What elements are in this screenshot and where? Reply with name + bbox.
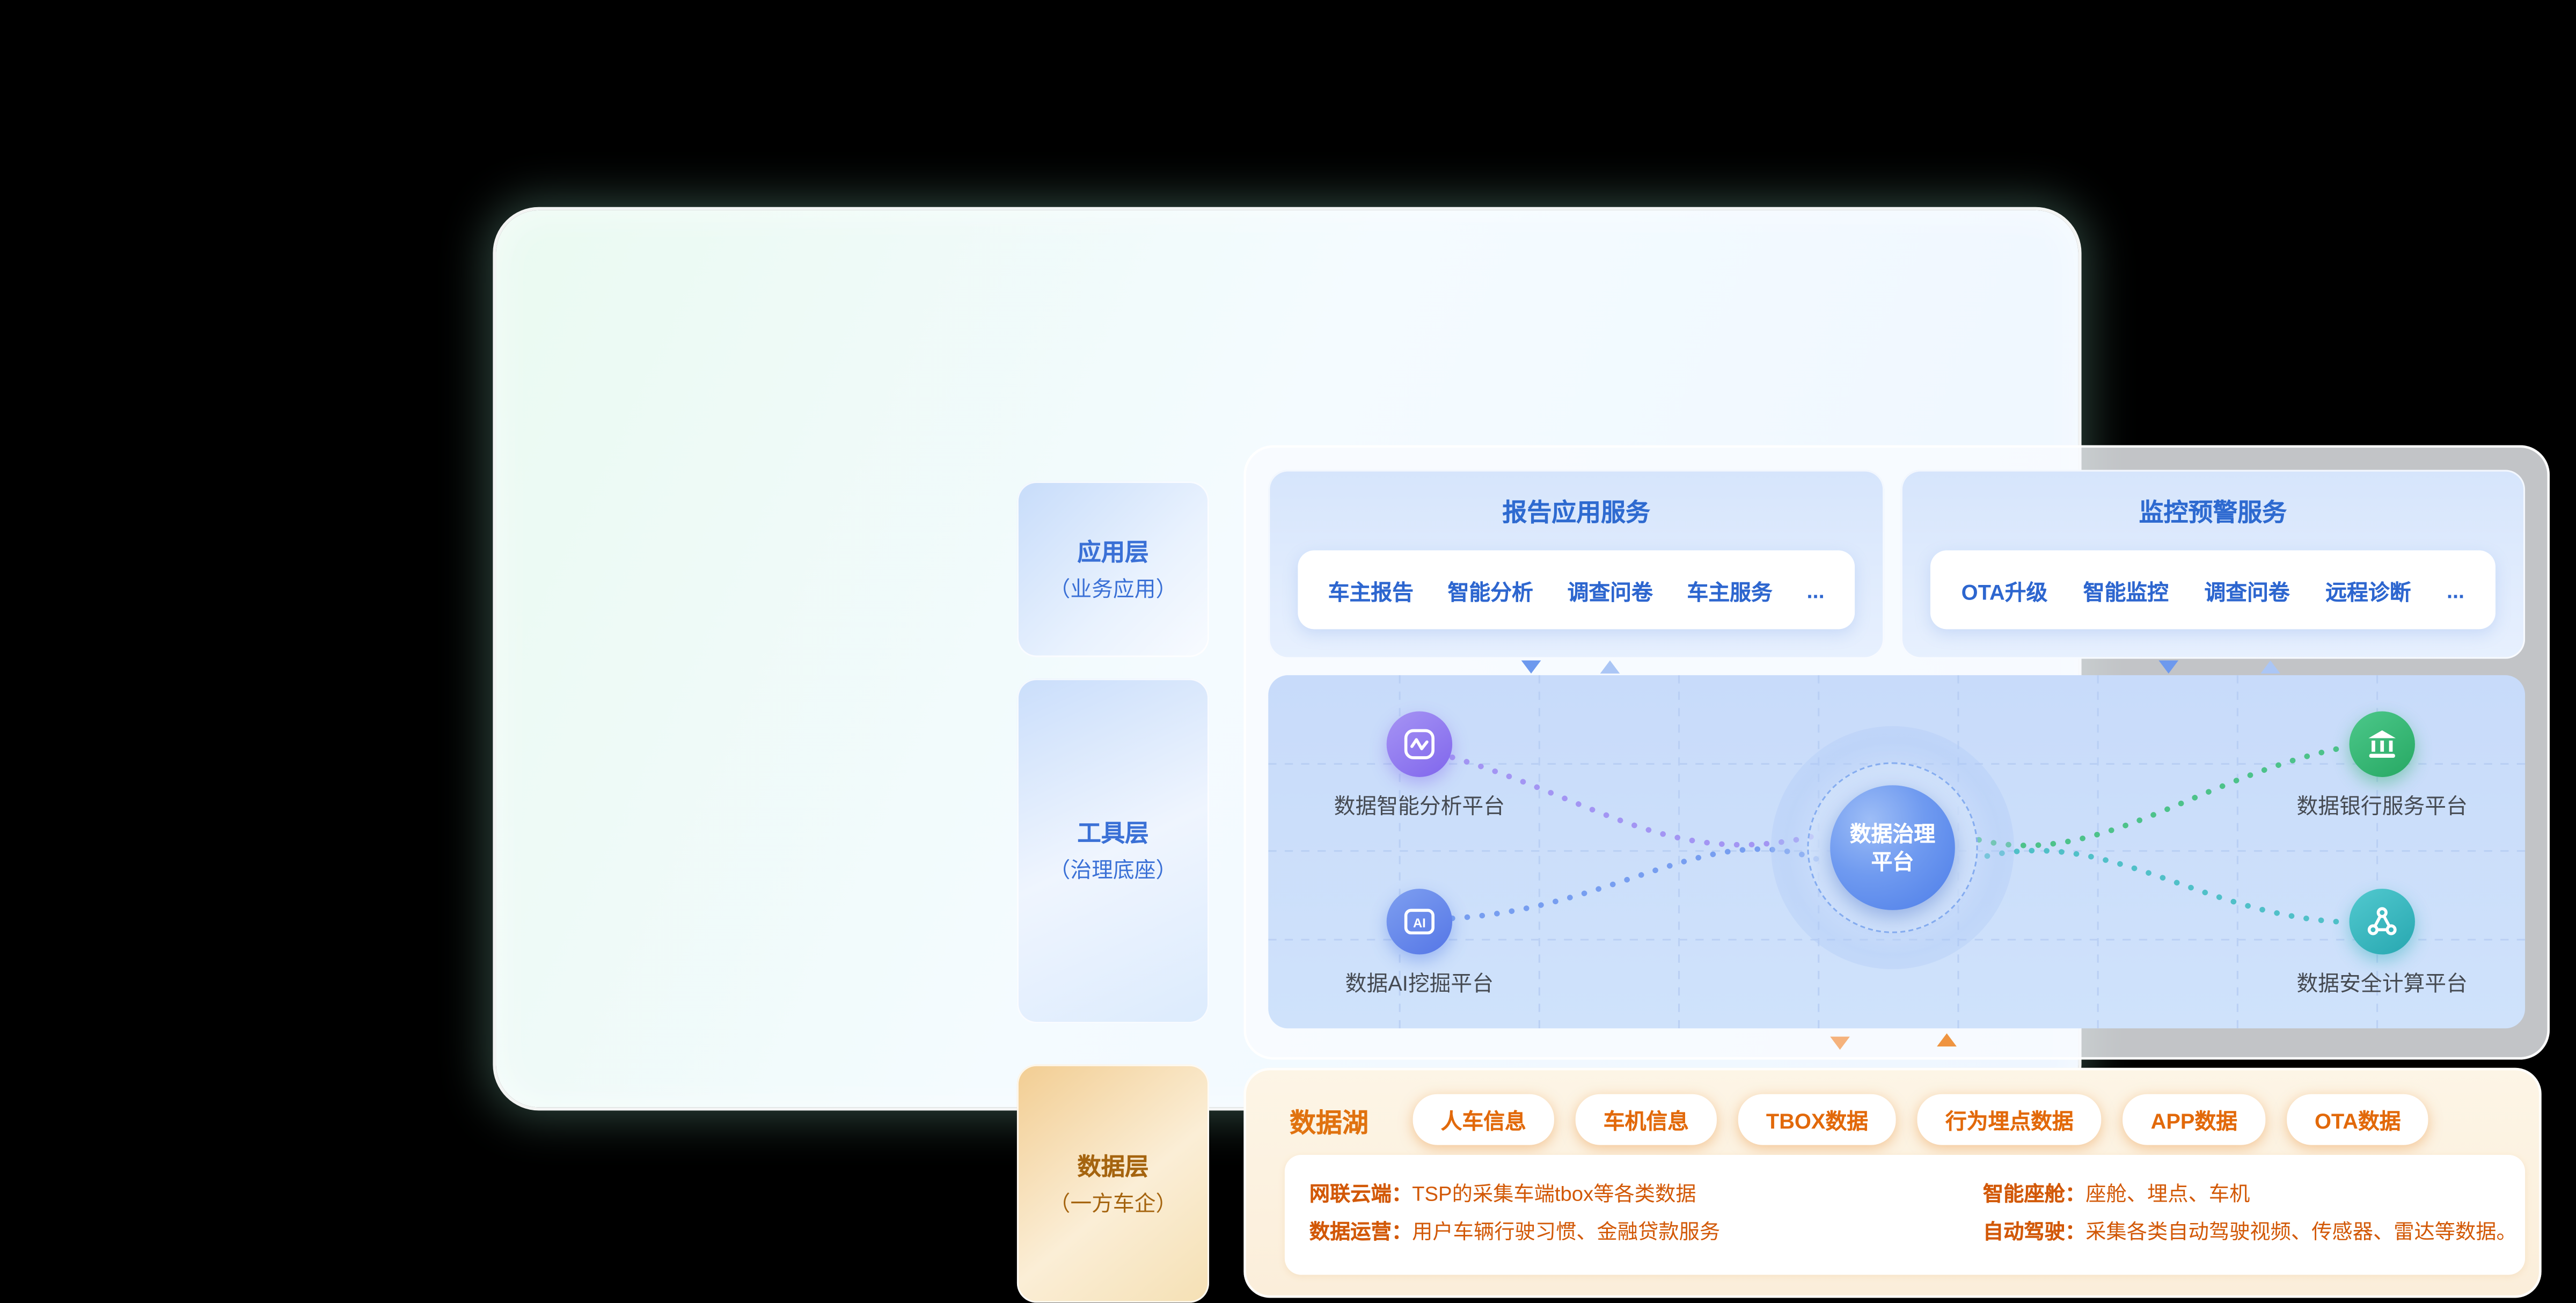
hub-label: 数据治理平台 xyxy=(1849,821,1936,874)
layer-data: 数据层 （一方车企） xyxy=(1016,1064,1210,1303)
flow-curves xyxy=(1449,746,2339,925)
data-bank-platform-node xyxy=(2349,711,2415,777)
service-item: OTA升级 xyxy=(1961,579,2048,604)
service-item: 调查问卷 xyxy=(2204,579,2290,604)
secure-compute-platform-node xyxy=(2349,889,2415,955)
main-container: 应用层 （业务应用） 工具层 （治理底座） 数据层 （一方车企） 报告应用服务 … xyxy=(496,210,2550,1303)
curve-security-to-hub xyxy=(1972,847,2339,925)
detail-text: 座舱、埋点、车机 xyxy=(2085,1183,2250,1206)
layer-title: 工具层 xyxy=(1077,821,1149,848)
lake-pill: 人车信息 xyxy=(1413,1094,1554,1145)
service-item-ellipsis: ... xyxy=(1806,577,1825,602)
node-label: 数据AI挖掘平台 xyxy=(1345,971,1494,996)
monitor-service-panel: 监控预警服务 OTA升级 智能监控 调查问卷 远程诊断 ... xyxy=(1900,470,2526,659)
detail-label: 智能座舱： xyxy=(1982,1183,2086,1206)
governance-hub: 数据治理平台 xyxy=(1830,785,1955,910)
layer-subtitle: （治理底座） xyxy=(1049,857,1177,882)
pulse-icon xyxy=(1404,729,1435,759)
detail-row: 网联云端：TSP的采集车端tbox等各类数据 xyxy=(1309,1176,1720,1214)
arrow-up-icon xyxy=(1937,1033,1957,1046)
detail-label: 网联云端： xyxy=(1309,1183,1413,1206)
layer-subtitle: （一方车企） xyxy=(1049,1190,1177,1215)
detail-label: 数据运营： xyxy=(1309,1220,1413,1244)
report-service-panel: 报告应用服务 车主报告 智能分析 调查问卷 车主服务 ... xyxy=(1268,470,1885,659)
arrow-up-icon xyxy=(2260,660,2280,674)
detail-row: 数据运营：用户车辆行驶习惯、金融贷款服务 xyxy=(1309,1214,1720,1251)
data-lake-panel: 数据湖 人车信息 车机信息 TBOX数据 行为埋点数据 APP数据 OTA数据 … xyxy=(1243,1067,2542,1298)
detail-text: 采集各类自动驾驶视频、传感器、雷达等数据。 xyxy=(2085,1220,2517,1244)
detail-column-left: 网联云端：TSP的采集车端tbox等各类数据 数据运营：用户车辆行驶习惯、金融贷… xyxy=(1309,1176,1720,1252)
curve-analysis-to-hub xyxy=(1449,755,1817,848)
layer-title: 数据层 xyxy=(1077,1154,1149,1181)
service-item: 远程诊断 xyxy=(2325,579,2411,604)
detail-column-right: 智能座舱：座舱、埋点、车机 自动驾驶：采集各类自动驾驶视频、传感器、雷达等数据。 xyxy=(1983,1176,2517,1252)
service-item: 车主报告 xyxy=(1328,579,1414,604)
detail-row: 自动驾驶：采集各类自动驾驶视频、传感器、雷达等数据。 xyxy=(1983,1214,2517,1251)
service-item: 智能分析 xyxy=(1447,579,1533,604)
lake-pill: 行为埋点数据 xyxy=(1917,1094,2102,1145)
arrow-up-icon xyxy=(1600,660,1620,674)
detail-row: 智能座舱：座舱、埋点、车机 xyxy=(1983,1176,2517,1214)
lake-pill: TBOX数据 xyxy=(1738,1094,1897,1145)
layer-subtitle: （业务应用） xyxy=(1049,575,1177,601)
node-label: 数据银行服务平台 xyxy=(2296,793,2468,818)
node-label: 数据安全计算平台 xyxy=(2296,971,2468,996)
governance-map-panel: 数据治理平台 数据智能分析平台 AI 数据AI挖掘平台 xyxy=(1268,675,2526,1029)
curve-ai-to-hub xyxy=(1449,846,1820,921)
monitor-service-items: OTA升级 智能监控 调查问卷 远程诊断 ... xyxy=(1930,550,2496,629)
service-item: 智能监控 xyxy=(2083,579,2169,604)
arrow-down-icon xyxy=(1830,1036,1850,1050)
service-item: 车主服务 xyxy=(1687,579,1773,604)
ai-mining-platform-node: AI xyxy=(1386,889,1453,955)
ai-tag-icon: AI xyxy=(1404,909,1435,935)
network-nodes-icon xyxy=(2367,907,2397,935)
node-label: 数据智能分析平台 xyxy=(1334,793,1505,818)
panel-title: 监控预警服务 xyxy=(2139,499,2287,528)
layer-tool: 工具层 （治理底座） xyxy=(1016,678,1210,1024)
service-item-ellipsis: ... xyxy=(2446,577,2465,602)
detail-text: TSP的采集车端tbox等各类数据 xyxy=(1412,1183,1696,1206)
service-item: 调查问卷 xyxy=(1567,579,1653,604)
data-source-details: 网联云端：TSP的采集车端tbox等各类数据 数据运营：用户车辆行驶习惯、金融贷… xyxy=(1284,1155,2526,1275)
panel-title: 报告应用服务 xyxy=(1502,499,1650,528)
detail-text: 用户车辆行驶习惯、金融贷款服务 xyxy=(1412,1220,1721,1244)
bank-icon xyxy=(2368,730,2396,758)
report-service-items: 车主报告 智能分析 调查问卷 车主服务 ... xyxy=(1298,550,1855,629)
detail-label: 自动驾驶： xyxy=(1982,1220,2086,1244)
arrow-down-icon xyxy=(2158,660,2179,674)
analysis-platform-node xyxy=(1386,711,1453,777)
layer-title: 应用层 xyxy=(1077,539,1149,566)
data-lake-title: 数据湖 xyxy=(1290,1110,1369,1139)
layer-application: 应用层 （业务应用） xyxy=(1016,481,1210,657)
lake-pill: APP数据 xyxy=(2123,1094,2266,1145)
curve-bank-to-hub xyxy=(1968,746,2339,848)
data-lake-pills: 人车信息 车机信息 TBOX数据 行为埋点数据 APP数据 OTA数据 xyxy=(1413,1094,2429,1145)
lake-pill: 车机信息 xyxy=(1575,1094,1717,1145)
arrow-down-icon xyxy=(1521,660,1541,674)
svg-text:AI: AI xyxy=(1413,916,1426,931)
lake-pill: OTA数据 xyxy=(2286,1094,2429,1145)
